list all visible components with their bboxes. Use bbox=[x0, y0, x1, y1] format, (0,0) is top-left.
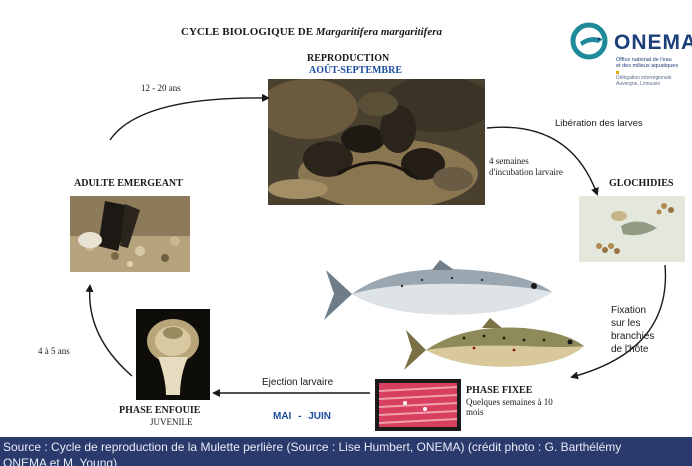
title-species: Margaritifera margaritifera bbox=[316, 26, 442, 38]
glochidies-label: GLOCHIDIES bbox=[609, 178, 673, 190]
phase-enfouie-photo bbox=[136, 309, 210, 400]
onema-logo: ONEMA Office national de l'eau et des mi… bbox=[570, 22, 692, 92]
transition-incubation-line1: 4 semaines bbox=[489, 156, 529, 166]
arrow-enfouie-to-adult bbox=[90, 286, 132, 376]
arrow-adult-to-repro bbox=[110, 98, 268, 140]
juvenile-label: JUVENILE bbox=[150, 417, 193, 427]
transition-ejection-period: MAI - JUIN bbox=[273, 411, 331, 423]
source-caption-line2: ONEMA et M. Young) bbox=[3, 456, 117, 466]
adulte-emergeant-photo bbox=[70, 196, 190, 272]
transition-liberation: Libération des larves bbox=[555, 119, 643, 130]
transition-fixation-line3: branchies bbox=[611, 331, 654, 343]
transition-fixation-line1: Fixation bbox=[611, 305, 646, 317]
reproduction-photo bbox=[268, 79, 485, 205]
reproduction-label: REPRODUCTION bbox=[307, 53, 389, 65]
transition-incubation-line2: d'incubation larvaire bbox=[489, 167, 563, 177]
transition-fixation-line2: sur les bbox=[611, 318, 640, 330]
onema-logo-mark bbox=[570, 22, 612, 60]
glochidies-photo bbox=[579, 196, 685, 262]
phase-fixee-photo bbox=[375, 379, 461, 431]
trout-host-illustration bbox=[404, 318, 588, 376]
transition-fixation-line4: de l'hôte bbox=[611, 344, 649, 356]
reproduction-period: AOÛT-SEPTEMBRE bbox=[309, 65, 402, 77]
onema-logo-line2: et des milieux aquatiques bbox=[616, 63, 678, 69]
adulte-emergeant-label: ADULTE EMERGEANT bbox=[74, 178, 183, 190]
phase-fixee-duration-line2: mois bbox=[466, 407, 484, 417]
phase-fixee-duration-line1: Quelques semaines à 10 bbox=[466, 397, 553, 407]
diagram-title: CYCLE BIOLOGIQUE DE Margaritifera margar… bbox=[181, 26, 442, 39]
source-caption-line1: Source : Cycle de reproduction de la Mul… bbox=[3, 440, 621, 454]
title-prefix: CYCLE BIOLOGIQUE DE bbox=[181, 26, 316, 38]
transition-ejection: Ejection larvaire bbox=[262, 377, 333, 389]
source-caption: Source : Cycle de reproduction de la Mul… bbox=[0, 437, 692, 466]
onema-logo-dot bbox=[616, 71, 619, 74]
phase-fixee-label: PHASE FIXEE bbox=[466, 385, 532, 397]
phase-enfouie-label: PHASE ENFOUIE bbox=[119, 405, 200, 417]
transition-adult-to-repro: 12 - 20 ans bbox=[141, 83, 181, 93]
onema-logo-name: ONEMA bbox=[614, 31, 692, 55]
onema-logo-line4: Auvergne, Limousin bbox=[616, 82, 660, 88]
transition-juvenile-to-adult: 4 à 5 ans bbox=[38, 346, 70, 356]
